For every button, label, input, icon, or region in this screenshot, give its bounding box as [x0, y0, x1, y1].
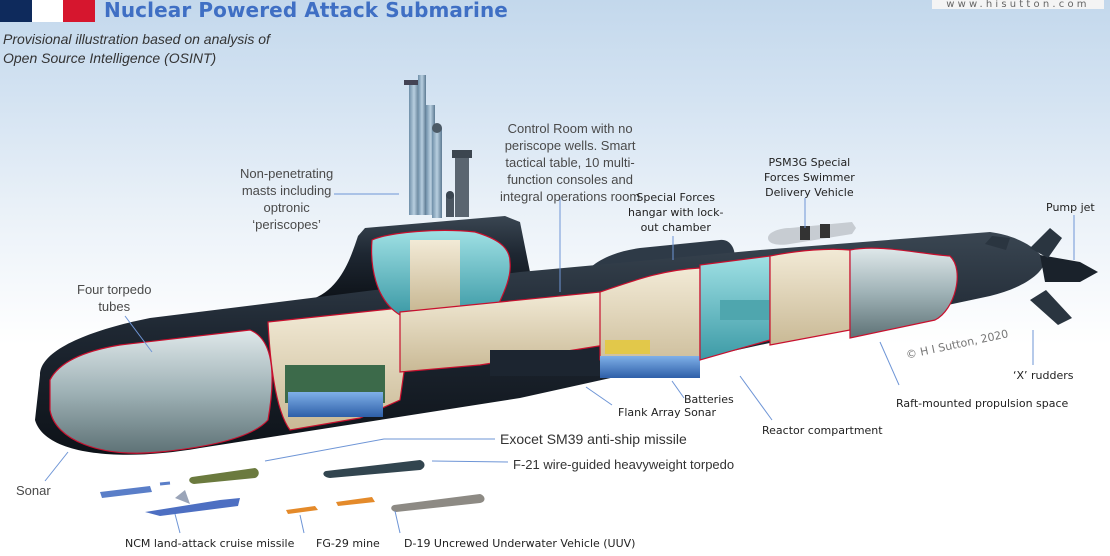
- page-title: Nuclear Powered Attack Submarine: [104, 0, 508, 22]
- callout-flank-array: Flank Array Sonar: [618, 406, 717, 419]
- exocet-capsule: [189, 468, 259, 484]
- masts: [404, 75, 472, 218]
- callout-sf-hangar: Special Forces hangar with lock- out cha…: [628, 191, 724, 234]
- psm3g-sdv: [768, 222, 856, 245]
- leader-f21: [431, 460, 509, 463]
- leader-d19: [394, 510, 401, 534]
- f21-torpedo: [323, 460, 425, 478]
- leader-exocet: [264, 438, 495, 462]
- exocet-missile-body: [100, 486, 152, 498]
- subtitle: Provisional illustration based on analys…: [3, 30, 270, 68]
- callout-d19: D-19 Uncrewed Underwater Vehicle (UUV): [404, 537, 636, 550]
- d19-uuv: [391, 494, 485, 512]
- callout-torpedo-tubes: Four torpedo tubes: [77, 282, 152, 314]
- cutaway: [49, 229, 958, 454]
- leader-lines: [44, 193, 1075, 534]
- callout-masts: Non-penetrating masts including optronic…: [240, 166, 334, 232]
- leader-torpedo-tubes: [124, 315, 153, 353]
- website-link[interactable]: www.hisutton.com: [932, 0, 1104, 9]
- callout-control-room: Control Room with no periscope wells. Sm…: [500, 121, 641, 204]
- fg29-mine-2: [336, 497, 375, 506]
- callout-psm3g: PSM3G Special Forces Swimmer Delivery Ve…: [764, 156, 855, 199]
- fg29-mine-1: [286, 506, 318, 514]
- leader-batteries: [671, 380, 685, 399]
- callout-reactor: Reactor compartment: [762, 424, 883, 437]
- flag-red-stripe: [63, 0, 96, 22]
- callout-exocet: Exocet SM39 anti-ship missile: [500, 431, 687, 447]
- weapons: [100, 460, 485, 516]
- subtitle-line-1: Provisional illustration based on analys…: [3, 31, 270, 47]
- leader-ncm: [174, 513, 181, 534]
- callout-x-rudders: ‘X’ rudders: [1013, 369, 1074, 382]
- callout-pump-jet: Pump jet: [1046, 201, 1095, 214]
- leader-flank-array: [585, 386, 613, 406]
- callout-f21: F-21 wire-guided heavyweight torpedo: [513, 457, 735, 472]
- flag-white-stripe: [31, 0, 64, 22]
- leader-raft: [879, 341, 900, 386]
- callout-ncm: NCM land-attack cruise missile: [125, 537, 295, 550]
- callout-batteries: Batteries: [684, 393, 734, 406]
- flag-blue-stripe: [0, 0, 32, 22]
- callout-raft: Raft-mounted propulsion space: [896, 397, 1069, 410]
- leader-sonar: [44, 451, 69, 482]
- callout-fg29: FG-29 mine: [316, 537, 380, 550]
- leader-reactor: [739, 375, 773, 421]
- subtitle-line-2: Open Source Intelligence (OSINT): [3, 50, 217, 66]
- french-flag: [0, 0, 96, 22]
- callout-sonar: Sonar: [16, 483, 51, 498]
- tail: [985, 228, 1098, 325]
- leader-fg29: [299, 514, 305, 534]
- ncm-missile: [145, 498, 240, 516]
